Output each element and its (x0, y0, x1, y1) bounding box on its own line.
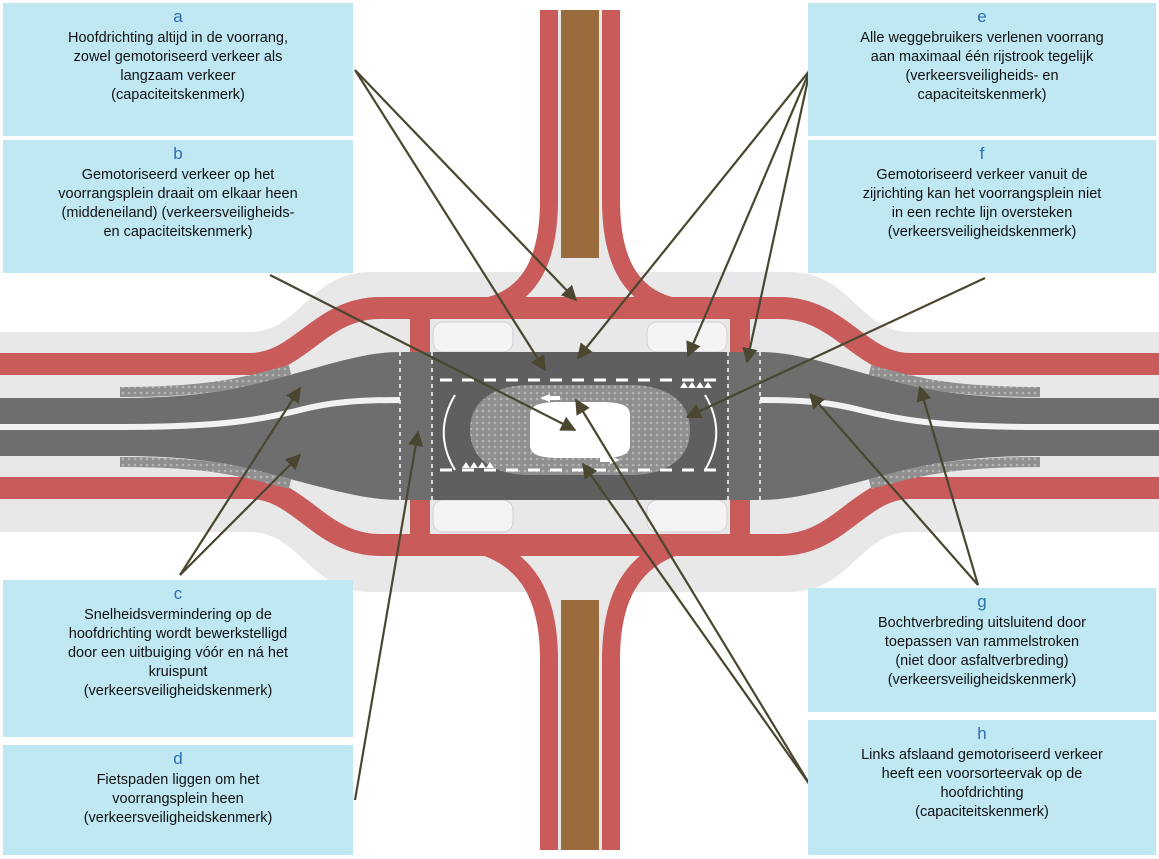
callout-c: c Snelheidsvermindering op de hoofdricht… (3, 580, 353, 737)
callout-a-text: Hoofdrichting altijd in de voorrang, zow… (67, 30, 289, 103)
arrow-c-1 (179, 386, 301, 576)
islands (432, 321, 728, 533)
callout-h-text: Links afslaand gemotoriseerd verkeer hee… (861, 747, 1103, 820)
callout-a-letter: a (173, 7, 183, 26)
callout-h-letter: h (977, 724, 987, 743)
arrow-e-1 (577, 69, 811, 360)
arrow-f (685, 277, 986, 419)
callout-arrows (179, 69, 986, 801)
arrow-e-2 (686, 69, 812, 358)
arrow-g-1 (808, 392, 979, 586)
arrow-h-2 (582, 462, 811, 786)
arrow-h-1 (575, 398, 811, 786)
arrow-a-1 (354, 69, 578, 302)
callout-b: b Gemotoriseerd verkeer op het voorrangs… (3, 140, 353, 273)
cycle-paths (0, 10, 1159, 850)
callout-d: d Fietspaden liggen om het voorrangsplei… (3, 745, 353, 855)
callout-c-letter: c (173, 584, 183, 603)
arrow-a-2 (354, 69, 546, 372)
callout-e-letter: e (977, 7, 987, 26)
arrow-b (269, 274, 577, 431)
callout-g-letter: g (977, 592, 987, 611)
callout-f-text: Gemotoriseerd verkeer vanuit de zijricht… (862, 167, 1102, 240)
arrow-g-2 (916, 385, 980, 586)
callout-b-letter: b (173, 144, 183, 163)
priority-square (399, 352, 761, 500)
callout-e: e Alle weggebruikers verlenen voorrang a… (808, 3, 1156, 136)
callout-f-letter: f (979, 144, 985, 163)
arrow-d-1 (353, 430, 424, 801)
callout-d-text: Fietspaden liggen om het voorrangsplein … (83, 772, 273, 826)
side-road-bridges (561, 10, 599, 850)
callout-f: f Gemotoriseerd verkeer vanuit de zijric… (808, 140, 1156, 273)
arrow-c-2 (179, 453, 302, 576)
callout-a: a Hoofdrichting altijd in de voorrang, z… (3, 3, 353, 136)
callout-b-text: Gemotoriseerd verkeer op het voorrangspl… (58, 167, 298, 240)
callout-d-letter: d (173, 749, 183, 768)
callout-e-text: Alle weggebruikers verlenen voorrang aan… (860, 30, 1104, 103)
callout-g-text: Bochtverbreding uitsluitend door toepass… (878, 615, 1086, 688)
arrow-e-3 (742, 69, 812, 364)
callout-g: g Bochtverbreding uitsluitend door toepa… (808, 588, 1156, 712)
callout-c-text: Snelheidsvermindering op de hoofdrichtin… (67, 607, 289, 699)
callout-h: h Links afslaand gemotoriseerd verkeer h… (808, 720, 1156, 855)
